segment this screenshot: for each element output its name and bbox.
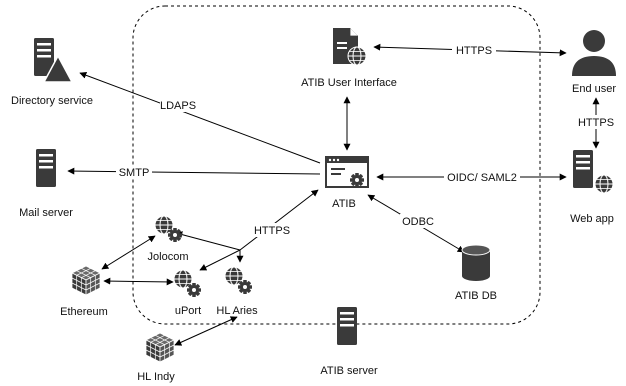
label-web-app: Web app — [570, 213, 614, 225]
node-mail-server: Mail server — [19, 149, 73, 219]
edge-label-oidc-saml: OIDC/ SAML2 — [444, 170, 520, 184]
blockchain-cube-icon — [145, 332, 175, 363]
node-web-app: Web app — [570, 150, 614, 225]
edge-label-ldaps: LDAPS — [160, 98, 196, 112]
edge-label-smtp: SMTP — [116, 165, 152, 179]
server-globe-icon — [573, 150, 614, 194]
node-hl-indy: HL Indy — [137, 332, 175, 383]
node-atib-user-interface: ATIB User Interface — [301, 28, 397, 89]
label-hl-aries: HL Aries — [216, 305, 258, 317]
label-directory-service: Directory service — [11, 95, 93, 107]
svg-text:HTTPS: HTTPS — [254, 225, 290, 237]
edge-https-ssi — [239, 189, 319, 251]
edge-ldaps — [79, 71, 321, 164]
svg-text:OIDC/ SAML2: OIDC/ SAML2 — [447, 172, 517, 184]
svg-text:LDAPS: LDAPS — [160, 100, 196, 112]
node-ethereum: Ethereum — [60, 265, 108, 318]
label-end-user: End user — [572, 83, 616, 95]
label-jolocom: Jolocom — [148, 251, 189, 263]
node-uport: uPort — [173, 269, 201, 317]
node-end-user: End user — [572, 30, 616, 95]
blockchain-cube-icon — [71, 265, 101, 296]
svg-text:ODBC: ODBC — [402, 216, 434, 228]
web-document-icon — [333, 28, 367, 66]
edge-ethereum-jolocom — [101, 235, 156, 270]
edge-uport-branch — [199, 249, 241, 271]
label-mail-server: Mail server — [19, 207, 73, 219]
node-atib-server: ATIB server — [320, 307, 378, 377]
label-ethereum: Ethereum — [60, 306, 108, 318]
label-uport: uPort — [175, 305, 201, 317]
user-icon — [572, 30, 616, 76]
node-hl-aries: HL Aries — [216, 266, 258, 317]
node-jolocom: Jolocom — [148, 215, 189, 263]
server-icon — [337, 307, 357, 345]
node-atib: ATIB — [325, 156, 369, 210]
node-directory-service: Directory service — [11, 38, 93, 107]
label-hl-indy: HL Indy — [137, 371, 175, 383]
edge-label-https-user-webapp: HTTPS — [574, 115, 618, 129]
server-warning-icon — [34, 38, 74, 83]
edge-label-https-ssi: HTTPS — [250, 223, 294, 237]
edge-label-https-ui-user: HTTPS — [452, 43, 496, 57]
app-window-gear-icon — [325, 156, 369, 188]
server-icon — [36, 149, 56, 187]
svg-text:SMTP: SMTP — [119, 167, 150, 179]
svg-text:HTTPS: HTTPS — [456, 45, 492, 57]
globe-gear-icon — [154, 215, 182, 242]
label-atib: ATIB — [332, 198, 356, 210]
globe-gear-icon — [173, 269, 201, 297]
edge-ethereum-uport — [103, 277, 174, 286]
edge-indy-aries — [174, 316, 238, 346]
label-atib-server: ATIB server — [320, 365, 378, 377]
svg-text:HTTPS: HTTPS — [578, 117, 614, 129]
node-atib-db: ATIB DB — [455, 244, 497, 302]
globe-gear-icon — [224, 266, 252, 294]
label-atib-user-interface: ATIB User Interface — [301, 77, 397, 89]
database-icon — [461, 244, 491, 281]
edge-smtp — [67, 167, 321, 175]
label-atib-db: ATIB DB — [455, 290, 497, 302]
edge-jolocom-branch — [175, 231, 241, 251]
edge-label-odbc: ODBC — [400, 214, 436, 228]
